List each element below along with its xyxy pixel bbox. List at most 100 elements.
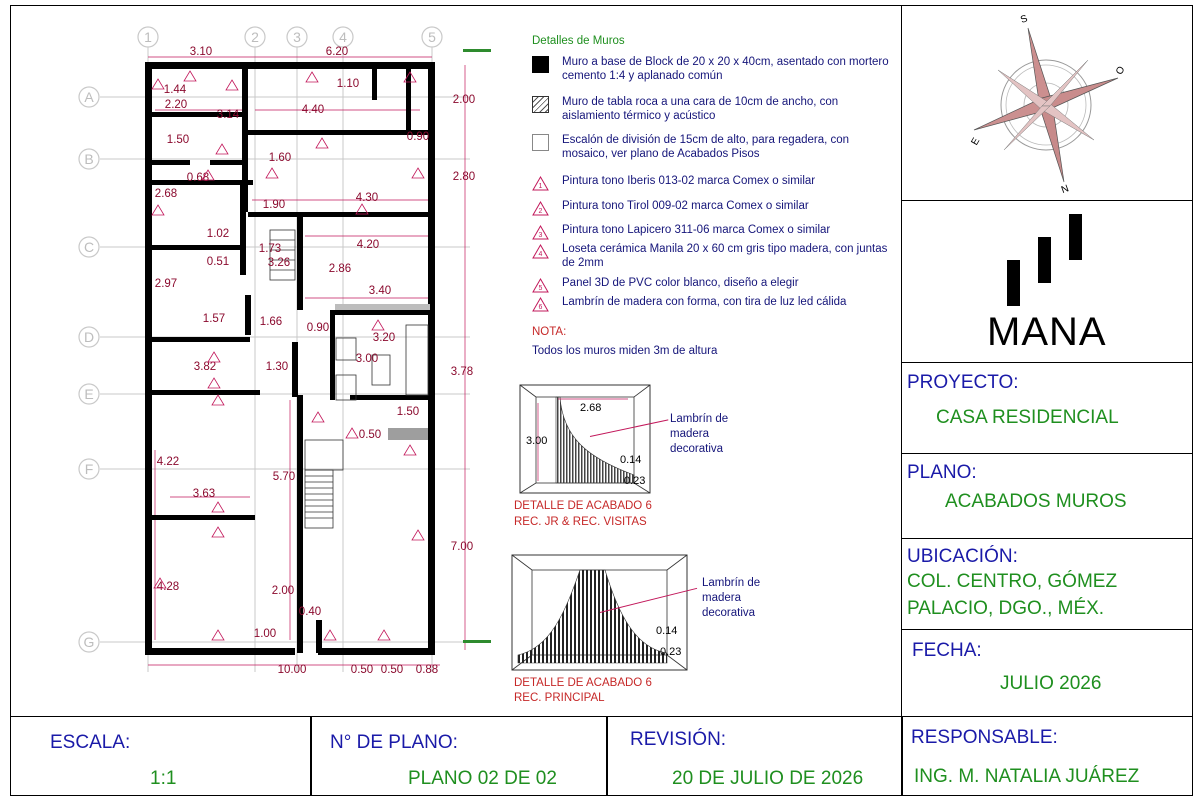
legend-title: Detalles de Muros bbox=[532, 35, 625, 47]
tag-1-icon: 1 bbox=[532, 175, 549, 191]
dim-int-3: 1.10 bbox=[337, 78, 359, 90]
logo-cell bbox=[901, 200, 1193, 363]
logo-bar-2 bbox=[1038, 237, 1051, 283]
dim-int-12: 1.02 bbox=[207, 228, 229, 240]
axis-col-5: 5 bbox=[428, 29, 436, 45]
axis-row-a: A bbox=[84, 89, 94, 105]
logo-bar-3 bbox=[1069, 214, 1082, 260]
bottom-divider-2 bbox=[606, 716, 608, 796]
compass-cell bbox=[901, 5, 1193, 201]
dim-right-3: 3.78 bbox=[451, 366, 473, 378]
plano-label: PLANO: bbox=[907, 462, 977, 483]
floor-plan: 1 2 3 4 5 A B C D E F G bbox=[78, 26, 475, 676]
tag-5-icon: 5 bbox=[532, 277, 549, 293]
compass-letter-n: N bbox=[1060, 183, 1071, 195]
dim-int-21: 1.66 bbox=[260, 316, 282, 328]
dim-int-19: 3.40 bbox=[369, 285, 391, 297]
axis-row-e: E bbox=[84, 386, 93, 402]
detail-1-caption-2: REC. JR & REC. VISITAS bbox=[514, 516, 647, 528]
detail-1-dim-b: 0.23 bbox=[624, 475, 646, 487]
compass-letter-o: O bbox=[1114, 64, 1128, 76]
detail-1-callout-2: madera bbox=[670, 428, 709, 440]
detail-2-callout-1: Lambrín de bbox=[702, 577, 761, 589]
detail-2-drawing bbox=[511, 554, 688, 671]
row-axis-markers bbox=[78, 86, 100, 653]
finish-tags bbox=[151, 70, 425, 641]
legend-item-block-wall: Muro a base de Block de 20 x 20 x 40cm, … bbox=[532, 55, 889, 85]
tag-3-icon: 3 bbox=[532, 224, 549, 240]
compass-letter-e: E bbox=[969, 136, 982, 148]
dim-int-31: 3.63 bbox=[193, 488, 215, 500]
dim-top-2: 6.20 bbox=[326, 46, 348, 58]
detail-2-callout-3: decorativa bbox=[702, 607, 756, 619]
detail-2-dim-b: 0.23 bbox=[660, 646, 682, 658]
plano-no-label: N° DE PLANO: bbox=[330, 732, 458, 753]
dim-int-10: 1.90 bbox=[263, 199, 285, 211]
dim-int-1: 2.20 bbox=[165, 99, 187, 111]
dim-int-5: 1.50 bbox=[167, 134, 189, 146]
detail-1-caption-1: DETALLE DE ACABADO 6 bbox=[514, 500, 652, 512]
dim-int-22: 0.90 bbox=[307, 322, 329, 334]
legend-item-text: Pintura tono Tirol 009-02 marca Comex o … bbox=[562, 200, 809, 212]
note-title: NOTA: bbox=[532, 326, 567, 338]
axis-row-c: C bbox=[84, 239, 94, 255]
dim-int-26: 1.30 bbox=[266, 361, 288, 373]
dim-right-1: 2.00 bbox=[453, 94, 475, 106]
dim-int-18: 2.86 bbox=[329, 263, 351, 275]
dim-bottom-4: 0.88 bbox=[416, 664, 438, 676]
dim-right-4: 7.00 bbox=[451, 541, 473, 553]
axis-col-3: 3 bbox=[293, 29, 301, 45]
logo-text: MANA bbox=[987, 310, 1107, 354]
kitchen-fixtures bbox=[335, 324, 429, 401]
axis-col-1: 1 bbox=[144, 29, 152, 45]
staircase bbox=[269, 229, 344, 529]
column-axis-markers bbox=[137, 26, 443, 48]
dim-int-17: 2.97 bbox=[155, 278, 177, 290]
tag-3-label: 3 bbox=[539, 232, 543, 239]
fecha-value: JULIO 2026 bbox=[1000, 673, 1102, 694]
legend-item-text: Pintura tono Lapicero 311-06 marca Comex… bbox=[562, 224, 831, 236]
legend-item-drywall: Muro de tabla roca a una cara de 10cm de… bbox=[532, 95, 887, 125]
tag-2-label: 2 bbox=[539, 208, 543, 215]
dim-right-2: 2.80 bbox=[453, 171, 475, 183]
fecha-label: FECHA: bbox=[912, 640, 982, 661]
responsable-label: RESPONSABLE: bbox=[911, 727, 1058, 748]
drywall-strip bbox=[335, 304, 430, 310]
drywall-panel bbox=[388, 428, 428, 440]
block-wall-swatch bbox=[532, 56, 549, 73]
dim-top-1: 3.10 bbox=[190, 46, 212, 58]
dim-int-23: 3.20 bbox=[373, 332, 395, 344]
detail-1-drawing bbox=[519, 384, 651, 494]
bottom-bar-frame bbox=[10, 716, 1193, 796]
plan-level-marker-bottom bbox=[463, 640, 491, 643]
dim-int-32: 4.28 bbox=[157, 581, 179, 593]
plan-level-marker bbox=[463, 49, 491, 52]
legend-item-step: Escalón de división de 15cm de alto, par… bbox=[532, 133, 887, 163]
detail-1-dim-height: 3.00 bbox=[526, 435, 548, 447]
dim-int-24: 3.00 bbox=[356, 353, 378, 365]
legend-item-text: Muro de tabla roca a una cara de 10cm de… bbox=[562, 96, 839, 122]
bottom-divider-1 bbox=[310, 716, 312, 796]
dim-int-29: 4.22 bbox=[157, 456, 179, 468]
dim-int-15: 0.51 bbox=[207, 256, 229, 268]
legend-item-paint-2: 2 Pintura tono Tirol 009-02 marca Comex … bbox=[532, 199, 887, 216]
dim-bottom-1: 10.00 bbox=[278, 664, 307, 676]
detail-1-dim-width: 2.68 bbox=[580, 402, 602, 414]
legend-item-text: Loseta cerámica Manila 20 x 60 cm gris t… bbox=[562, 243, 888, 269]
dim-int-2: 3.14 bbox=[217, 109, 240, 121]
legend-item-text: Muro a base de Block de 20 x 20 x 40cm, … bbox=[562, 56, 889, 82]
empty-swatch bbox=[532, 134, 549, 151]
detail-2-dim-a: 0.14 bbox=[656, 625, 678, 637]
hatch-swatch bbox=[532, 96, 549, 113]
ubicacion-label: UBICACIÓN: bbox=[907, 546, 1018, 567]
axis-row-b: B bbox=[84, 151, 93, 167]
ubicacion-line-2: PALACIO, DGO., MÉX. bbox=[907, 598, 1105, 619]
plano-value: ACABADOS MUROS bbox=[945, 491, 1127, 512]
tag-5-label: 5 bbox=[539, 285, 543, 292]
dim-int-4: 4.40 bbox=[302, 104, 324, 116]
dim-int-20: 1.57 bbox=[203, 313, 225, 325]
detail-2-caption-1: DETALLE DE ACABADO 6 bbox=[514, 677, 652, 689]
tag-4-label: 4 bbox=[539, 251, 543, 258]
detail-1-callout-3: decorativa bbox=[670, 443, 724, 455]
plano-cell bbox=[901, 453, 1193, 539]
